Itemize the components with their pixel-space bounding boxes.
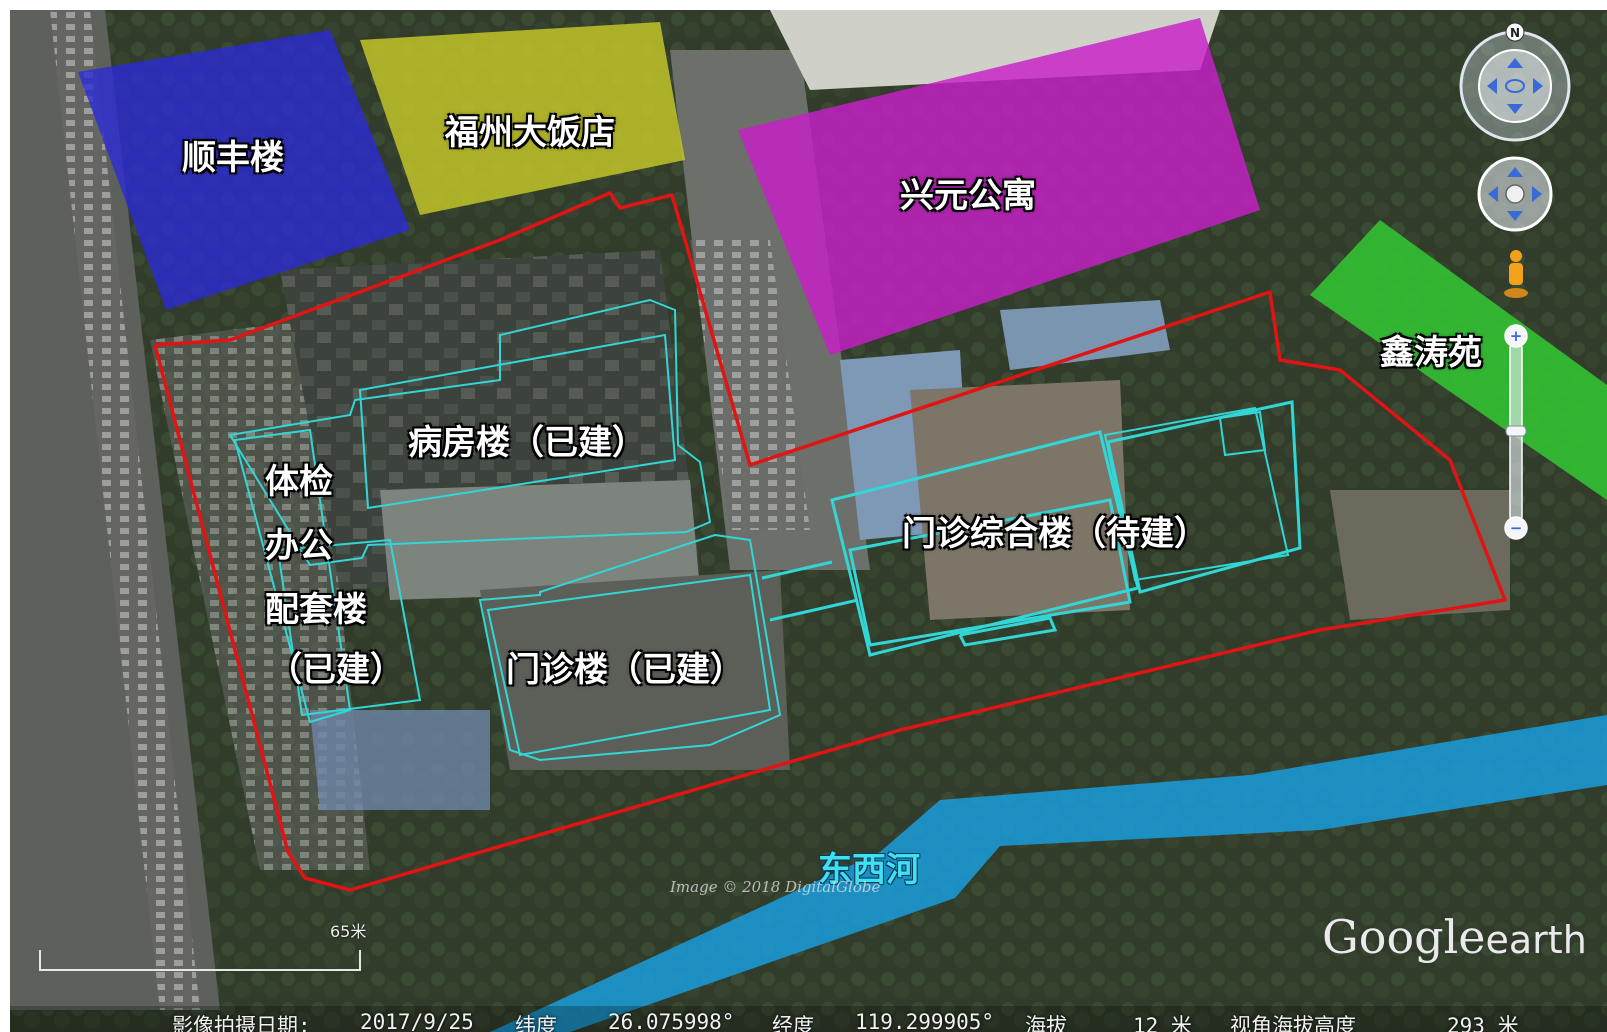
altitude-value: 12 米	[1133, 1014, 1192, 1032]
ward-building-roof-light	[380, 480, 700, 600]
fuzhou-hotel-area[interactable]	[360, 22, 685, 215]
imagery-copyright: Image © 2018 DigitalGlobe	[670, 878, 881, 896]
map-view[interactable]: N + −	[10, 10, 1607, 1032]
label-river: 东西河	[818, 850, 920, 890]
scale-bar	[39, 950, 361, 971]
complex-stair-outline	[1218, 410, 1267, 457]
exam-building-inner-outline	[276, 538, 422, 717]
blue-roof-2	[1000, 300, 1170, 370]
look-control[interactable]: N	[1459, 22, 1571, 142]
imagery-date-label: 影像拍摄日期:	[172, 1014, 311, 1032]
north-label: N	[1510, 26, 1520, 40]
latitude-value: 26.075998°	[608, 1010, 735, 1032]
eye-altitude-label: 视角海拔高度	[1230, 1014, 1356, 1032]
label-exam-line-4: （已建）	[268, 650, 404, 690]
move-up-arrow-icon[interactable]	[1507, 167, 1523, 177]
label-exam-line-3: 配套楼	[265, 590, 367, 630]
xintao-garden-area[interactable]	[1310, 220, 1607, 500]
look-down-arrow-icon[interactable]	[1507, 104, 1523, 114]
site-boundary[interactable]	[153, 191, 1507, 892]
shunfeng-building-area[interactable]	[78, 30, 410, 310]
label-xingyuan: 兴元公寓	[900, 176, 1036, 216]
move-control[interactable]	[1477, 156, 1553, 232]
complex-inner-outline	[848, 498, 1132, 647]
look-left-arrow-icon[interactable]	[1487, 78, 1497, 94]
zoom-in-button[interactable]	[1504, 324, 1528, 348]
connector-top	[761, 560, 833, 580]
label-shunfeng: 顺丰楼	[182, 138, 284, 178]
exam-building-outline	[233, 428, 352, 724]
zoom-out-label: −	[1510, 519, 1523, 537]
zoom-out-button[interactable]	[1504, 516, 1528, 540]
look-up-arrow-icon[interactable]	[1507, 58, 1523, 68]
complex-wing-outline	[1106, 400, 1302, 594]
eye-icon	[1505, 79, 1525, 93]
hand-icon	[1505, 184, 1525, 204]
north-indicator[interactable]	[1505, 22, 1525, 42]
label-exam-line-1: 体检	[265, 462, 333, 502]
move-right-arrow-icon[interactable]	[1532, 186, 1542, 202]
look-right-arrow-icon[interactable]	[1533, 78, 1543, 94]
zoom-slider[interactable]: + −	[1504, 324, 1528, 540]
longitude-value: 119.299905°	[855, 1010, 995, 1032]
open-ground	[1330, 490, 1510, 620]
complex-building-outline	[761, 400, 1302, 657]
label-ward-building: 病房楼（已建）	[408, 423, 646, 463]
google-earth-logo: Googleearth	[1322, 910, 1587, 964]
xingyuan-apartment-area[interactable]	[738, 18, 1260, 355]
logo-suffix: earth	[1485, 918, 1587, 962]
ward-building-outline	[228, 298, 712, 567]
zoom-in-label: +	[1510, 327, 1523, 345]
label-outpatient: 门诊楼（已建）	[506, 650, 744, 690]
move-left-arrow-icon[interactable]	[1488, 186, 1498, 202]
longitude-label: 经度	[772, 1014, 814, 1032]
altitude-label: 海拔	[1025, 1014, 1067, 1032]
pegman-head-icon	[1510, 250, 1522, 262]
ward-building-inner-outline	[358, 333, 677, 510]
move-down-arrow-icon[interactable]	[1507, 211, 1523, 221]
scale-label: 65米	[330, 922, 367, 941]
label-exam-line-2: 办公	[265, 526, 333, 566]
outpatient-building-outline	[478, 533, 782, 762]
pegman-body-icon	[1509, 263, 1523, 285]
eye-altitude-value: 293 米	[1447, 1014, 1519, 1032]
inner-parking	[690, 240, 810, 530]
street-view-pegman[interactable]	[1504, 250, 1528, 298]
logo-main: Google	[1322, 910, 1486, 964]
map-canvas[interactable]: N + −	[10, 10, 1607, 1032]
label-outpatient-complex: 门诊综合楼（待建）	[902, 514, 1208, 554]
dongxi-river[interactable]	[490, 715, 1607, 1032]
connector-bottom	[769, 598, 859, 622]
label-xintao: 鑫涛苑	[1380, 333, 1482, 373]
pegman-base-icon	[1504, 288, 1528, 298]
complex-entry-outline	[958, 616, 1058, 647]
navigation-controls[interactable]: N + −	[1459, 22, 1571, 540]
outpatient-building-inner-outline	[486, 573, 772, 757]
status-bar	[10, 1006, 1607, 1032]
latitude-label: 纬度	[515, 1014, 557, 1032]
imagery-date-value: 2017/9/25	[360, 1010, 474, 1032]
construction-site	[910, 380, 1130, 620]
road-traffic	[50, 10, 200, 1010]
label-fuzhou-hotel: 福州大饭店	[445, 113, 615, 153]
small-blue-roofs	[310, 710, 490, 810]
zoom-thumb[interactable]	[1505, 425, 1527, 437]
